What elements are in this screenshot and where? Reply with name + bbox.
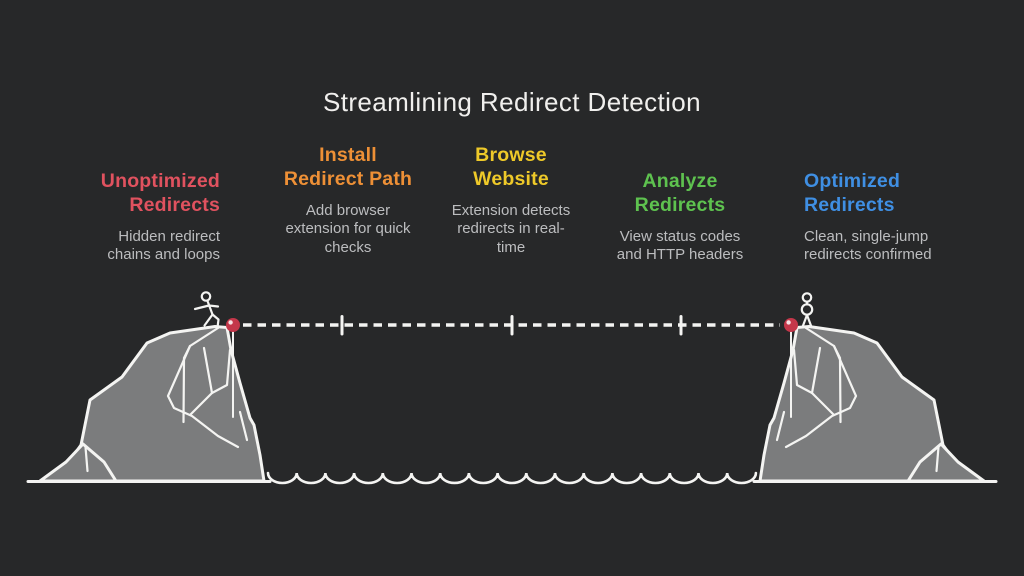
- step-description-line: Hidden redirect: [118, 228, 220, 245]
- step-description-line: redirects in real-: [457, 220, 565, 238]
- step-heading-line: Website: [473, 167, 549, 190]
- step-optimized-redirects: Optimized Redirects Clean, single-jump r…: [804, 170, 1014, 265]
- step-heading-line: Install: [319, 144, 377, 166]
- page-title: Streamlining Redirect Detection: [322, 87, 701, 117]
- cliff-facet-line: [182, 344, 192, 424]
- cliff-facet-line: [84, 445, 89, 473]
- step-heading-line: Unoptimized: [100, 170, 220, 192]
- step-heading-line: Optimized: [804, 170, 901, 192]
- step-description: Clean, single-jump redirects confirmed: [804, 228, 1014, 265]
- step-description-line: time: [496, 238, 526, 256]
- anchor-dot-left: [226, 318, 240, 332]
- stick-figure-left: [193, 291, 220, 329]
- step-description: Hidden redirect chains and loops: [20, 228, 220, 265]
- step-install-redirect-path: Install Redirect Path Add browser extens…: [238, 144, 458, 257]
- step-heading: Analyze Redirects: [570, 170, 790, 217]
- cliff-facet-line: [210, 348, 232, 395]
- step-heading: Install Redirect Path: [238, 144, 458, 191]
- step-description-line: checks: [324, 238, 372, 256]
- step-description-line: Clean, single-jump: [804, 228, 929, 245]
- step-description-line: redirects confirmed: [804, 246, 932, 264]
- step-description: Add browser extension for quick checks: [238, 202, 458, 257]
- step-heading: Unoptimized Redirects: [20, 170, 220, 217]
- step-heading: Optimized Redirects: [804, 170, 1014, 217]
- step-heading-line: Redirects: [129, 193, 220, 216]
- cliff-facet-line: [238, 410, 249, 442]
- step-heading-line: Browse: [475, 144, 547, 166]
- cliff-outline: [50, 325, 266, 483]
- step-description-line: View status codes: [619, 228, 741, 245]
- step-heading: Browse Website: [401, 144, 621, 191]
- step-unoptimized-redirects: Unoptimized Redirects Hidden redirect ch…: [20, 170, 220, 265]
- step-description-line: Add browser: [305, 202, 391, 219]
- step-heading-line: Analyze: [642, 170, 718, 192]
- step-description-line: and HTTP headers: [616, 246, 744, 264]
- water-waves: [266, 471, 758, 485]
- stick-figure-right: [800, 292, 814, 329]
- step-description: View status codes and HTTP headers: [570, 228, 790, 265]
- step-description-line: chains and loops: [107, 246, 220, 264]
- step-description-line: extension for quick: [285, 220, 411, 238]
- step-heading-line: Redirects: [804, 193, 895, 216]
- left-cliff: [38, 325, 266, 483]
- step-heading-line: Redirects: [634, 193, 726, 216]
- anchor-dot-right: [784, 318, 798, 332]
- step-description-line: Extension detects: [451, 202, 571, 219]
- dot-highlight: [228, 320, 233, 325]
- right-cliff: [758, 325, 986, 483]
- step-analyze-redirects: Analyze Redirects View status codes and …: [570, 170, 790, 265]
- step-description: Extension detects redirects in real- tim…: [401, 202, 621, 257]
- step-heading-line: Redirect Path: [283, 167, 413, 190]
- dot-highlight: [786, 320, 791, 325]
- step-browse-website: Browse Website Extension detects redirec…: [401, 144, 621, 257]
